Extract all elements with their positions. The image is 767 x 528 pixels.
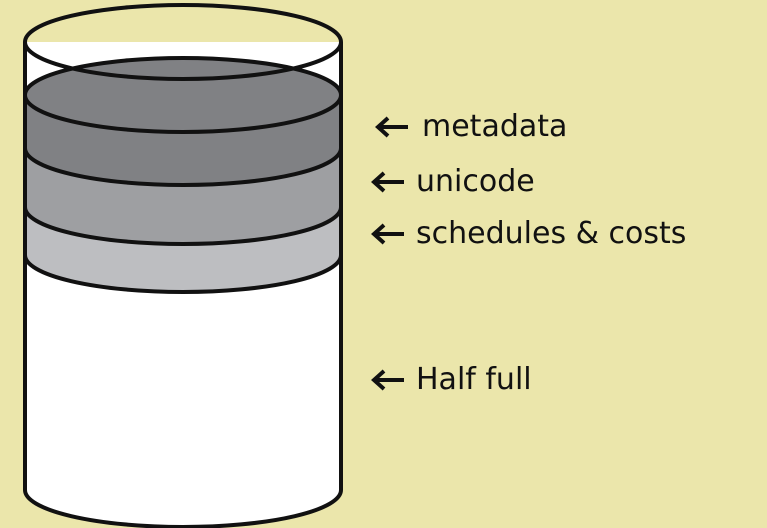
left-arrow-icon xyxy=(370,369,406,391)
left-arrow-icon xyxy=(370,171,406,193)
boundary-unicode-schedules xyxy=(23,206,343,246)
label-metadata-text: metadata xyxy=(422,109,568,144)
layer-schedules xyxy=(25,207,341,292)
label-unicode-text: unicode xyxy=(416,164,535,199)
layer-unicode xyxy=(25,148,341,244)
boundary-schedules-empty xyxy=(23,254,343,294)
label-unicode: unicode xyxy=(370,162,535,202)
left-arrow-icon xyxy=(370,223,406,245)
cylinder-bottom xyxy=(23,489,343,528)
left-arrow-icon xyxy=(374,116,410,138)
cylinder-top-rim xyxy=(23,3,343,81)
label-metadata: metadata xyxy=(374,107,567,147)
label-schedules: schedules & costs xyxy=(370,214,686,254)
boundary-metadata-unicode xyxy=(23,147,343,187)
label-half-full-text: Half full xyxy=(416,362,532,397)
label-schedules-text: schedules & costs xyxy=(416,216,687,251)
label-half-full: Half full xyxy=(370,360,532,400)
